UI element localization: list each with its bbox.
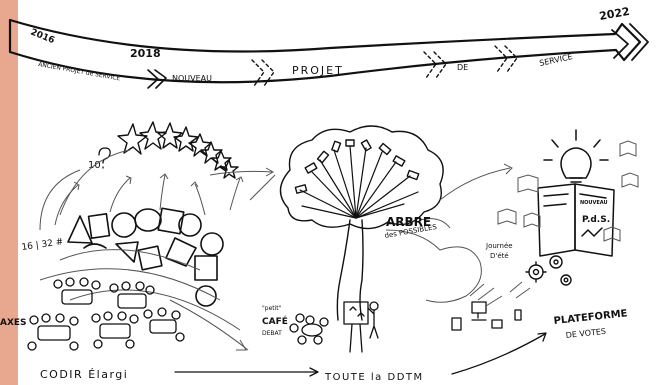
book-nouveau: NOUVEAU — [580, 200, 608, 206]
label-ancien-projet: ANCIEN PROJET de SERVICE — [38, 61, 121, 82]
year-2018: 2018 — [130, 47, 161, 60]
cafe-petit-label: "petit" — [262, 305, 282, 312]
label-nouveau: NOUVEAU — [172, 74, 212, 83]
participants-count: 16 | 32 # — [21, 237, 64, 253]
codir-workshop — [28, 278, 184, 350]
codir-label: CODIR Élargi — [40, 368, 128, 381]
cafe-label: CAFÉ — [262, 315, 288, 327]
curve-tree-to-right — [440, 168, 510, 200]
axes-label: AXES — [0, 318, 27, 328]
toute-ddtm-label: TOUTE la DDTM — [324, 372, 424, 383]
cafe-debat — [290, 302, 378, 352]
floating-books — [498, 141, 638, 241]
lightbulb — [544, 130, 608, 182]
gears — [526, 256, 571, 285]
journee-label: Journée — [485, 242, 513, 250]
cafe-debat-label: DEBAT — [262, 330, 282, 337]
year-2022: 2022 — [598, 5, 630, 23]
de-votes-label: DE VOTES — [565, 327, 606, 340]
book-pds: P.d.S. — [582, 215, 610, 225]
label-projet: PROJET — [292, 64, 344, 77]
star-chain — [118, 122, 238, 178]
dete-label: D'été — [490, 252, 509, 260]
plateforme-label: PLATEFORME — [553, 308, 628, 327]
tree-of-possibles — [280, 126, 481, 320]
label-de: DE — [457, 63, 468, 72]
arrows-to-tree — [40, 150, 273, 230]
